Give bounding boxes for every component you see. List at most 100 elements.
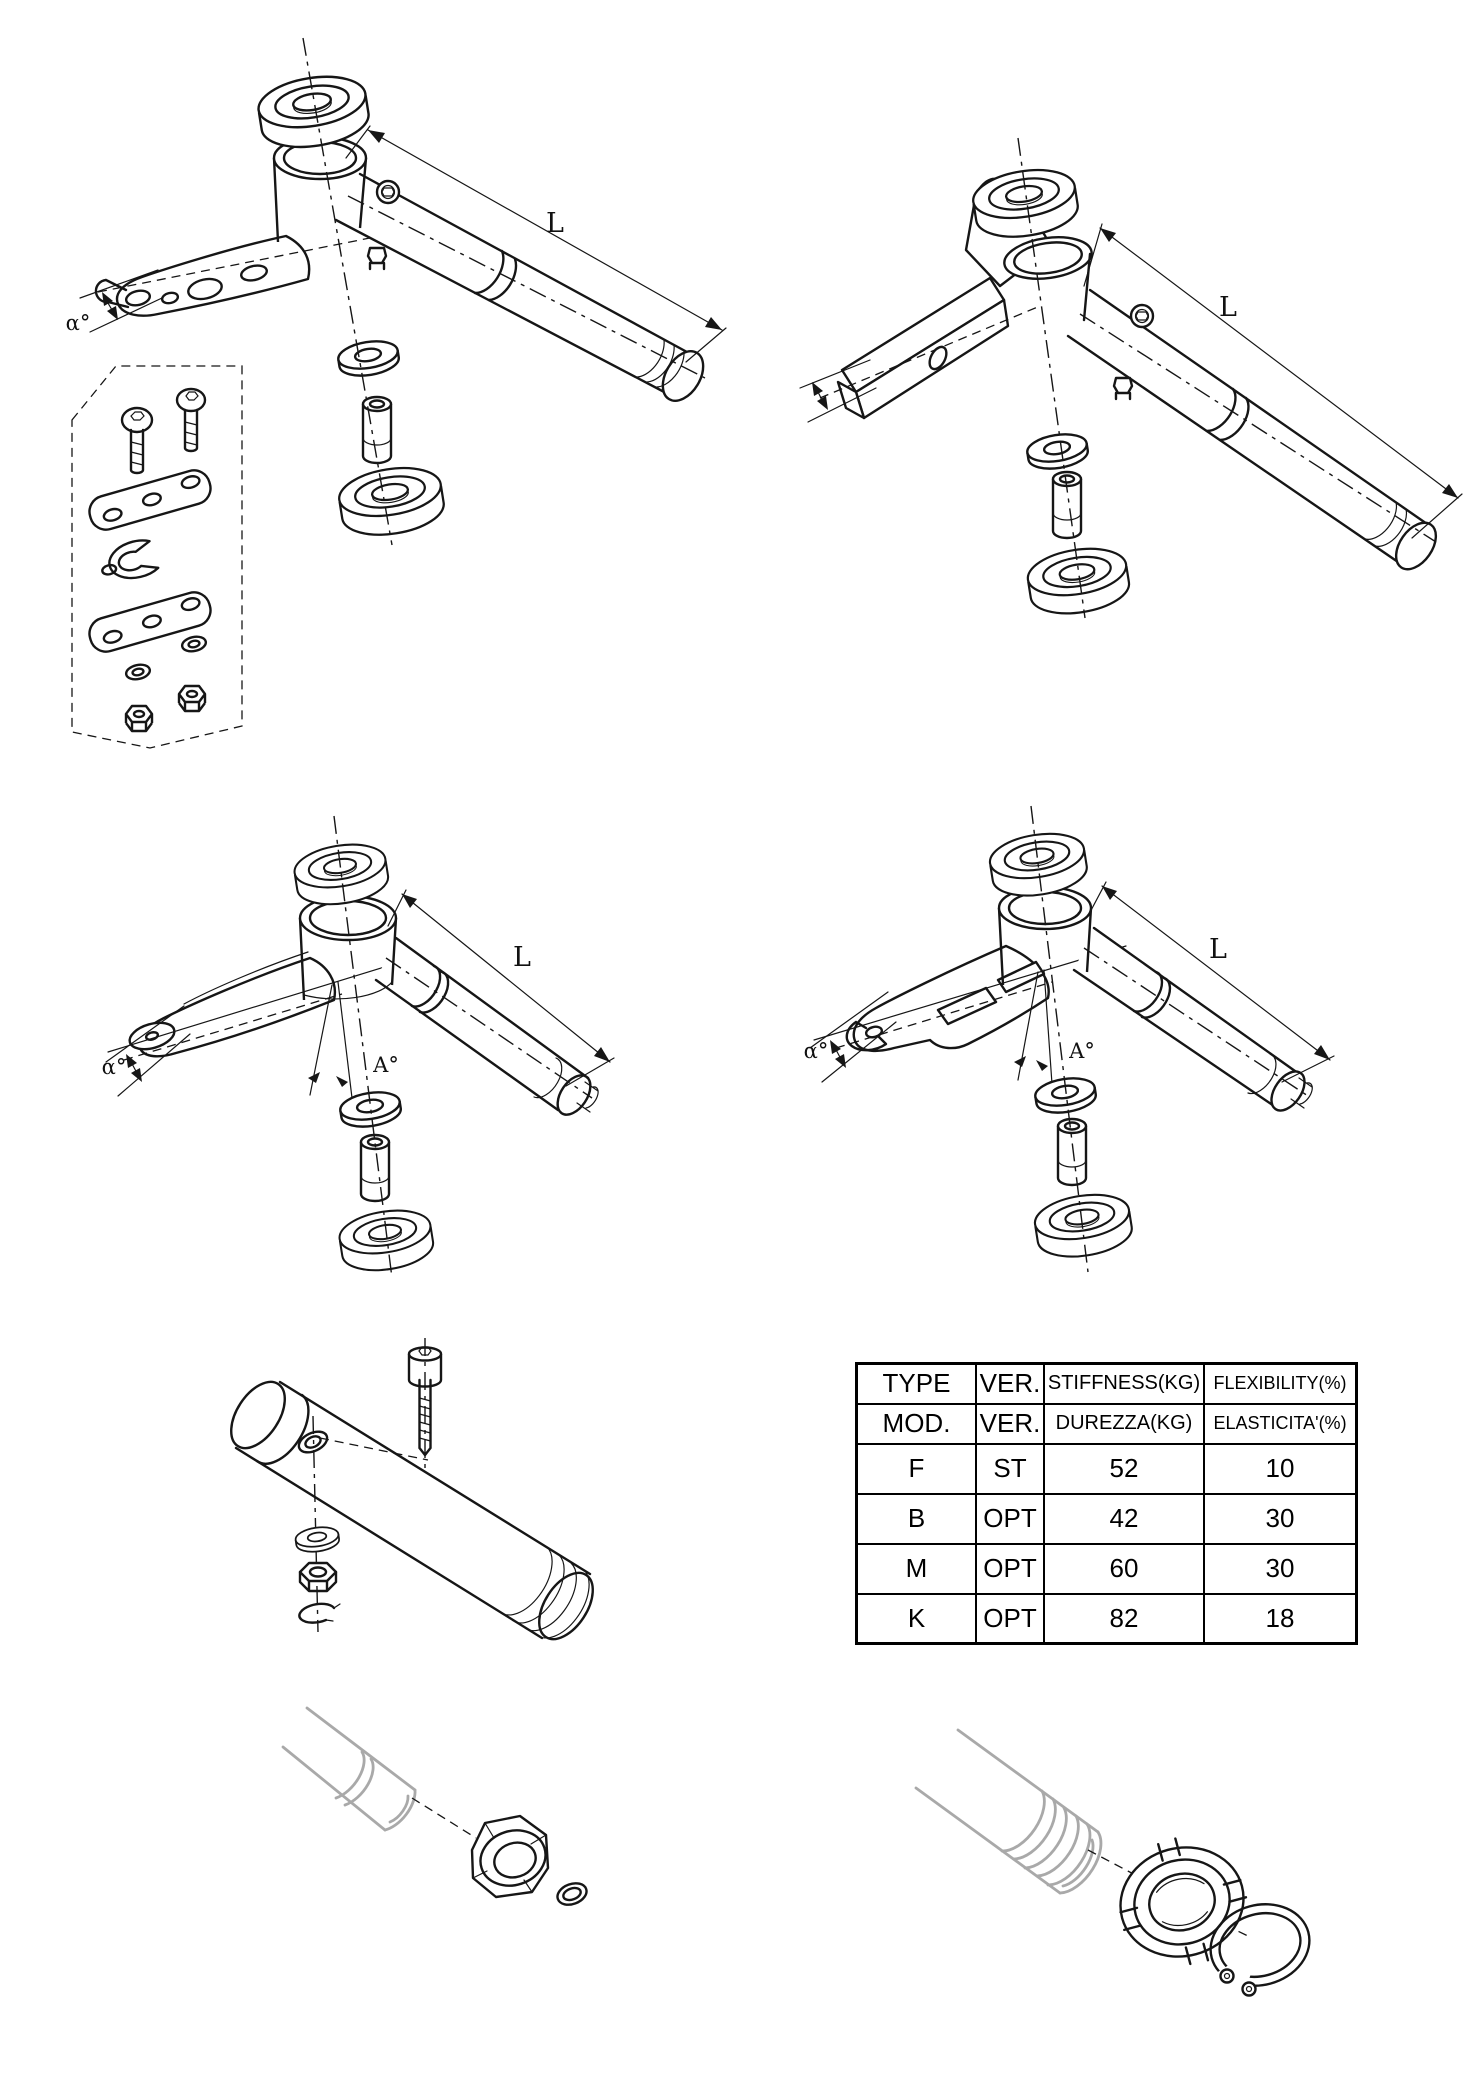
- header-ver-it: VER.: [975, 1402, 1045, 1445]
- diagram-top-left-exploded-arm-assembly: L α°: [66, 37, 727, 749]
- leg-tube: [1066, 288, 1438, 571]
- cell-stiffness: 82: [1043, 1592, 1205, 1645]
- bearing-bottom: [334, 460, 449, 543]
- spacer: [1051, 470, 1083, 540]
- cell-stiffness: 60: [1043, 1542, 1205, 1595]
- bearing-bottom: [335, 1203, 438, 1278]
- cell-flexibility: 10: [1203, 1442, 1358, 1495]
- table-header-row-en: TYPE VER. STIFFNESS(KG) FLEXIBILITY(%): [855, 1362, 1358, 1405]
- bearing-bottom: [1023, 541, 1134, 621]
- head-tube: [997, 885, 1093, 986]
- cell-ver: OPT: [975, 1492, 1045, 1545]
- length-label: L: [546, 208, 564, 239]
- dimension-L: L: [387, 889, 615, 1087]
- washer: [337, 1087, 404, 1132]
- table-row: B OPT 42 30: [855, 1492, 1358, 1545]
- cell-type: B: [855, 1492, 977, 1545]
- stiffness-table: TYPE VER. STIFFNESS(KG) FLEXIBILITY(%) M…: [855, 1362, 1358, 1645]
- header-elasticita: ELASTICITA'(%): [1203, 1402, 1358, 1445]
- flat-washer: [124, 635, 208, 681]
- clamp-bolt: [366, 179, 401, 271]
- cell-type: M: [855, 1542, 977, 1595]
- center-axis: [1030, 805, 1089, 1273]
- diagram-ring-nut-circlip-detail: [914, 1728, 1311, 2008]
- o-ring: [556, 1882, 588, 1906]
- center-axis: [312, 1415, 319, 1633]
- washer: [293, 1523, 342, 1556]
- alpha-label: α°: [66, 311, 91, 335]
- ring-nut: [1119, 1837, 1248, 1966]
- fork-plate: [101, 539, 160, 580]
- diagram-mid-right-exploded-arm-assembly: L α° A°: [804, 805, 1335, 1273]
- cell-type: K: [855, 1592, 977, 1645]
- spacer: [1056, 1117, 1088, 1187]
- table-row: K OPT 82 18: [855, 1592, 1358, 1645]
- angle-a-label: A°: [1068, 1039, 1095, 1063]
- alpha-label: α°: [804, 1039, 829, 1063]
- leg-tube: [1072, 926, 1313, 1112]
- anchor-plate: [88, 591, 212, 653]
- alpha-angle: α°: [102, 1005, 191, 1097]
- anchor-plate: [88, 469, 212, 531]
- leg-tube: [374, 936, 599, 1116]
- dimension-L: L: [345, 125, 727, 363]
- washer: [335, 336, 402, 381]
- leg-tube: [334, 172, 706, 402]
- head-tube: [1003, 236, 1093, 322]
- header-flexibility: FLEXIBILITY(%): [1203, 1362, 1358, 1405]
- table-row: M OPT 60 30: [855, 1542, 1358, 1595]
- ghost-tube: [281, 1706, 417, 1832]
- cell-flexibility: 30: [1203, 1492, 1358, 1545]
- ghost-threaded-tube: [914, 1728, 1103, 1895]
- length-label: L: [1209, 934, 1227, 965]
- arm-plate: [94, 234, 381, 317]
- lock-nut: [298, 1561, 338, 1593]
- diagram-mid-left-exploded-arm-assembly: L α° A°: [102, 815, 615, 1279]
- alpha-angle: α°: [804, 991, 897, 1083]
- arm-smooth: [107, 951, 421, 1061]
- tube-body: [230, 1380, 594, 1641]
- cell-stiffness: 52: [1043, 1442, 1205, 1495]
- leader-line: [319, 1437, 429, 1461]
- socket-cap-screw: [407, 1338, 443, 1470]
- lock-nut: [177, 684, 207, 713]
- diagram-top-right-exploded-arm-assembly: L: [799, 137, 1463, 621]
- length-label: L: [1219, 292, 1237, 323]
- hardware-kit-box: [71, 365, 243, 749]
- table-header-row-it: MOD. VER. DUREZZA(KG) ELASTICITA'(%): [855, 1402, 1358, 1445]
- dimension-L: L: [1087, 881, 1335, 1083]
- alpha-arrow: [799, 359, 877, 423]
- button-head-screw: [175, 387, 207, 453]
- header-stiffness: STIFFNESS(KG): [1043, 1362, 1205, 1405]
- diagram-hex-nut-detail: [281, 1706, 588, 1906]
- washer: [1024, 429, 1091, 474]
- pivot-angle-A: A°: [308, 981, 399, 1099]
- button-head-screw: [120, 406, 154, 475]
- leader-line: [411, 1797, 477, 1839]
- table-row: F ST 52 10: [855, 1442, 1358, 1495]
- arm-cutout: [813, 944, 1127, 1053]
- center-axis: [1017, 137, 1086, 619]
- cell-flexibility: 30: [1203, 1542, 1358, 1595]
- cell-ver: ST: [975, 1442, 1045, 1495]
- alpha-label: α°: [102, 1055, 127, 1079]
- cell-ver: OPT: [975, 1592, 1045, 1645]
- bearing-top: [968, 162, 1083, 245]
- washer: [1032, 1073, 1099, 1118]
- snap-ring: [298, 1602, 341, 1624]
- bearing-top: [253, 68, 374, 156]
- alpha-angle: α°: [66, 269, 163, 335]
- arm-beam: [819, 276, 1041, 420]
- cell-type: F: [855, 1442, 977, 1495]
- cell-flexibility: 18: [1203, 1592, 1358, 1645]
- center-axis: [333, 815, 393, 1279]
- angle-a-label: A°: [372, 1053, 399, 1077]
- header-durezza: DUREZZA(KG): [1043, 1402, 1205, 1445]
- center-axis: [302, 37, 393, 546]
- header-ver: VER.: [975, 1362, 1045, 1405]
- lock-nut: [124, 704, 154, 733]
- header-type: TYPE: [855, 1362, 977, 1405]
- cell-ver: OPT: [975, 1542, 1045, 1595]
- header-mod: MOD.: [855, 1402, 977, 1445]
